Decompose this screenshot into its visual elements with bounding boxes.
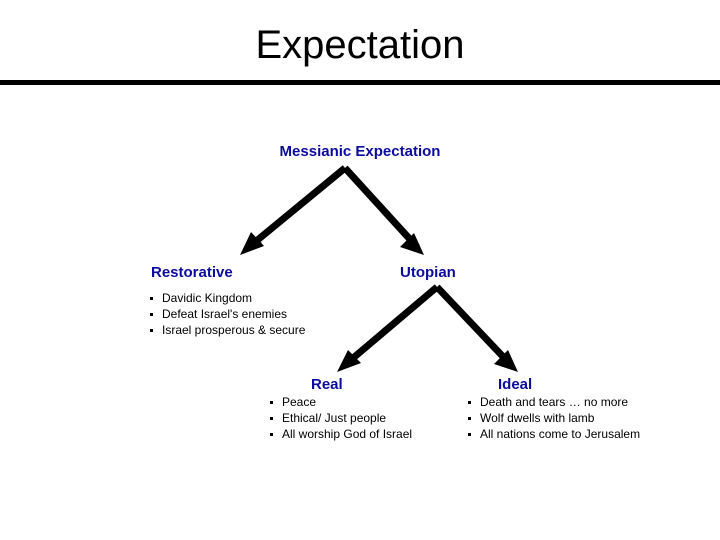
page-title: Expectation [255,23,465,67]
list-item: Ethical/ Just people [268,410,412,426]
arrow-utopian-to-real [337,284,440,372]
list-item: Davidic Kingdom [148,290,305,306]
bullet-list-restorative: Davidic Kingdom Defeat Israel's enemies … [148,290,305,338]
node-restorative: Restorative [151,264,233,281]
arrow-messianic-to-restorative [240,165,348,255]
list-item: All worship God of Israel [268,426,412,442]
arrow-messianic-to-utopian [342,165,424,255]
bullet-list-real: Peace Ethical/ Just people All worship G… [268,394,412,442]
arrow-utopian-to-ideal [434,284,518,372]
list-item: Wolf dwells with lamb [466,410,640,426]
node-messianic-expectation: Messianic Expectation [279,143,441,160]
node-utopian: Utopian [400,264,456,281]
list-item: Defeat Israel's enemies [148,306,305,322]
bullet-list-ideal: Death and tears … no more Wolf dwells wi… [466,394,640,442]
node-ideal: Ideal [498,376,533,393]
title-divider [0,80,720,85]
node-real: Real [311,376,343,393]
list-item: All nations come to Jerusalem [466,426,640,442]
list-item: Death and tears … no more [466,394,640,410]
list-item: Israel prosperous & secure [148,322,305,338]
list-item: Peace [268,394,412,410]
